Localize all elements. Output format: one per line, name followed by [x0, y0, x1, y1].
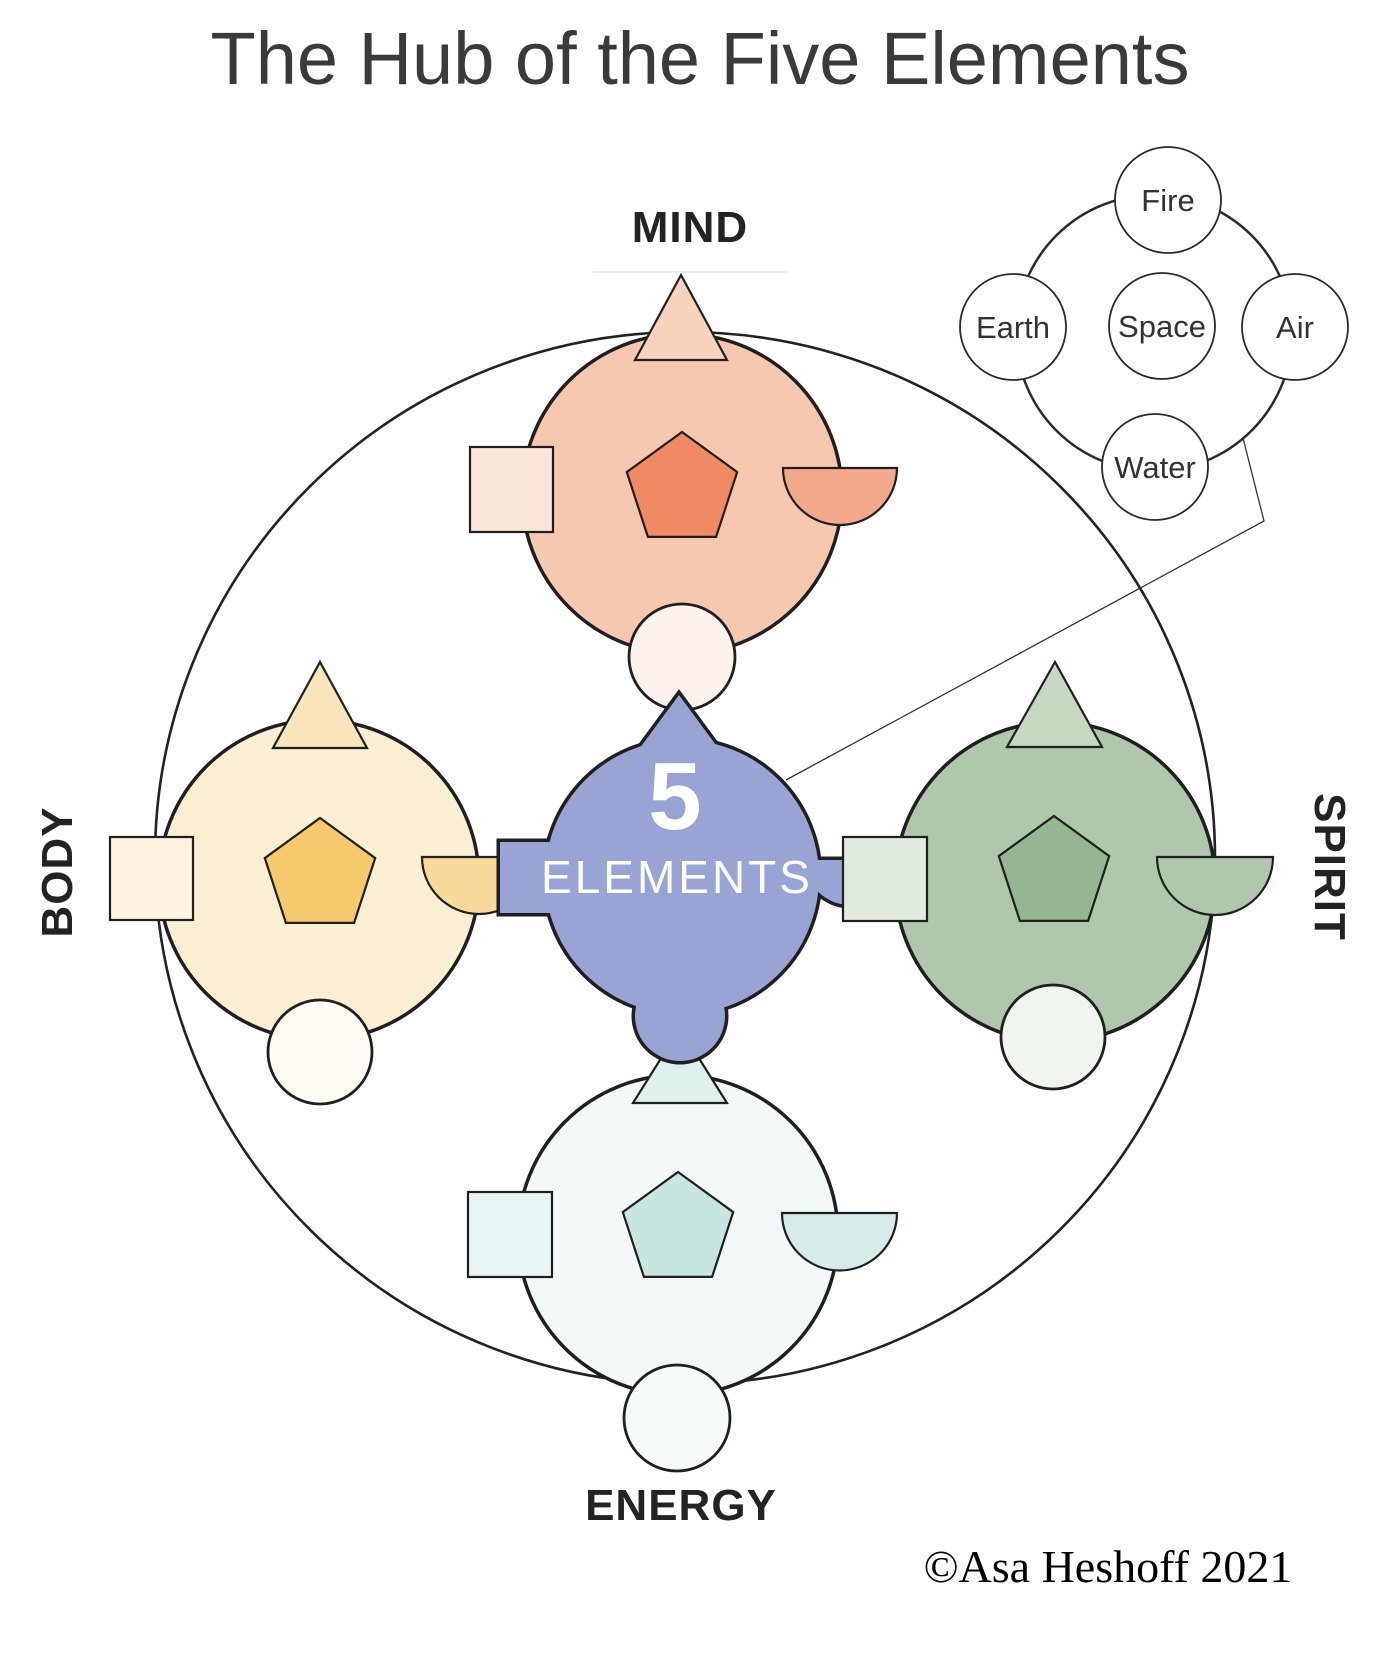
spirit-dot-icon — [999, 983, 1107, 1091]
spirit-label: SPIRIT — [1305, 793, 1354, 941]
legend-fire-circle — [1114, 146, 1222, 254]
legend-space-label: Space — [1118, 309, 1206, 344]
mind-triangle-icon — [633, 272, 729, 362]
legend-pointer-line — [785, 437, 1265, 781]
energy-triangle-icon — [631, 1025, 729, 1105]
hub-label: ELEMENTS — [541, 851, 813, 903]
legend-wheel: Fire Earth Space Air Water — [959, 146, 1349, 521]
legend-water-label: Water — [1114, 450, 1196, 485]
body-group — [108, 659, 538, 1106]
legend-space-circle — [1108, 272, 1216, 380]
legend-air-label: Air — [1276, 310, 1314, 345]
mind-label: MIND — [632, 203, 748, 252]
energy-square-icon — [466, 1190, 554, 1279]
hub-triangle-fill — [620, 695, 738, 775]
body-label: BODY — [33, 806, 82, 937]
body-triangle-icon — [271, 659, 369, 750]
spirit-bowl-icon — [1155, 855, 1275, 917]
spirit-pentagon-icon — [997, 814, 1111, 923]
body-square-icon — [108, 835, 195, 922]
energy-dot-icon — [622, 1363, 732, 1473]
legend-earth-label: Earth — [976, 310, 1050, 345]
legend-fire-label: Fire — [1141, 183, 1194, 218]
legend-water-circle — [1101, 413, 1209, 521]
page-title: The Hub of the Five Elements — [211, 17, 1190, 100]
legend-earth-circle — [959, 273, 1067, 381]
spirit-square-icon — [841, 835, 929, 923]
energy-group — [466, 1025, 899, 1473]
copyright: ©Asa Heshoff 2021 — [924, 1541, 1293, 1592]
energy-label: ENERGY — [585, 1481, 777, 1530]
hub-circle-fill — [545, 740, 819, 1014]
energy-bowl-icon — [780, 1211, 899, 1272]
hub-square-fill — [500, 842, 570, 913]
legend-air-circle — [1241, 273, 1349, 381]
mind-bowl-icon — [781, 466, 899, 527]
body-pentagon-icon — [263, 816, 377, 925]
spirit-triangle-icon — [1005, 659, 1104, 749]
mind-pentagon-icon — [625, 430, 739, 539]
energy-pentagon-icon — [621, 1170, 735, 1279]
hub-number: 5 — [648, 743, 701, 850]
body-dot-icon — [266, 998, 374, 1106]
hub-dot-fill — [635, 971, 725, 1061]
hub: 5 ELEMENTS — [496, 689, 899, 1065]
mind-group — [468, 272, 899, 712]
mind-square-icon — [468, 445, 555, 534]
spirit-group — [841, 659, 1275, 1091]
